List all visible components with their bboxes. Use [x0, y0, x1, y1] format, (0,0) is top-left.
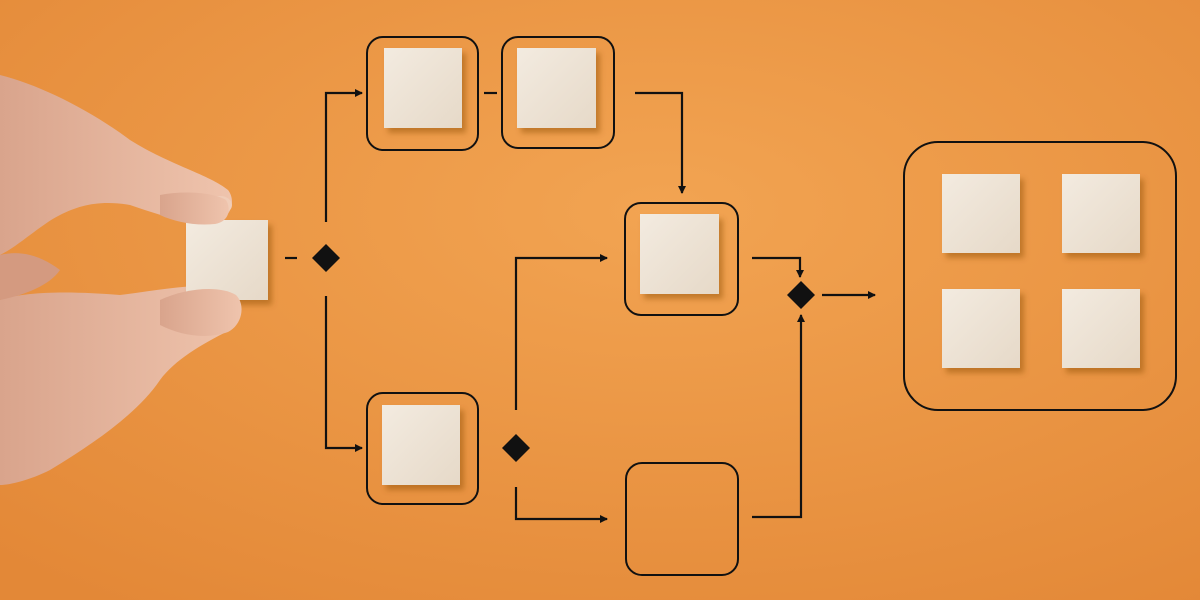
process-frames: [366, 36, 1177, 576]
held-block: [186, 220, 268, 300]
empty-process-frame: [625, 462, 739, 576]
result-frame: [903, 141, 1177, 411]
connector-lines: [285, 89, 876, 523]
wooden-block-icon: [382, 48, 1140, 485]
hand-icon: [0, 75, 268, 485]
decision-diamond-icon: [312, 244, 815, 462]
